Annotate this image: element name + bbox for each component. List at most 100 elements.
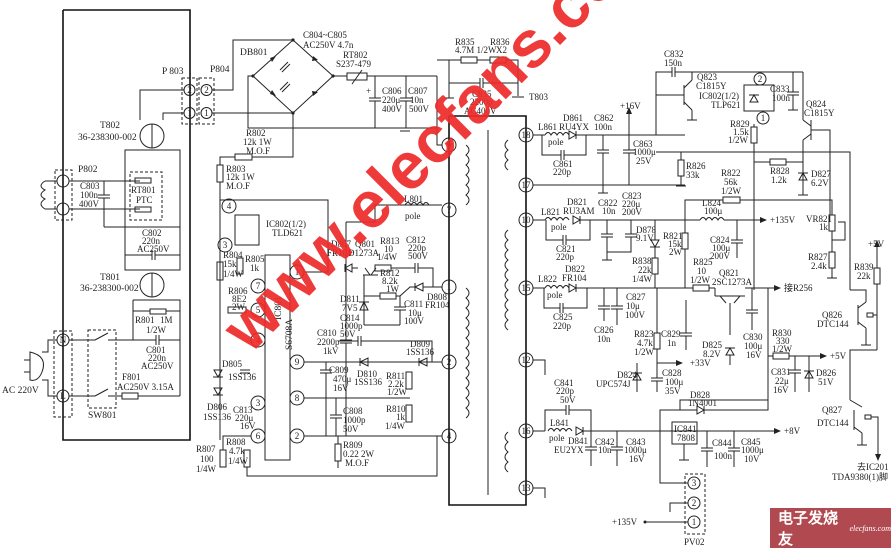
svg-text:100μ: 100μ [712, 243, 731, 253]
svg-text:1: 1 [187, 108, 192, 118]
svg-text:1/4W: 1/4W [377, 252, 398, 262]
svg-text:1: 1 [447, 282, 452, 292]
svg-text:200V: 200V [710, 251, 731, 261]
capacitor-c821: C821 220p [545, 220, 591, 262]
capacitor-c810: C810 2200p 1kV [317, 222, 352, 436]
resistor-r839: R839 22k [854, 262, 881, 350]
svg-text:4: 4 [256, 335, 261, 345]
svg-text:UPC574J: UPC574J [596, 379, 631, 389]
svg-text:220μ: 220μ [235, 413, 254, 423]
svg-text:C845: C845 [741, 437, 761, 447]
svg-text:1: 1 [204, 108, 209, 118]
svg-text:7V5: 7V5 [342, 303, 358, 313]
svg-text:10n: 10n [602, 206, 616, 216]
diode-d808: D808 FR104 [399, 282, 450, 310]
svg-text:R838: R838 [632, 256, 652, 266]
svg-text:R826: R826 [686, 161, 706, 171]
svg-text:1/2W: 1/2W [728, 135, 749, 145]
svg-text:16V: 16V [333, 383, 349, 393]
zener-d811: D811 7V5 [340, 275, 369, 325]
resistor-r829: R829 1.5k 1/2W [728, 119, 758, 290]
svg-text:1/4W: 1/4W [632, 274, 653, 284]
svg-text:100V: 100V [404, 316, 425, 326]
svg-text:18: 18 [522, 130, 532, 140]
transistor-q823: Q823 C1815Y [656, 72, 727, 121]
svg-text:220p: 220p [556, 386, 575, 396]
svg-text:8: 8 [295, 393, 300, 403]
svg-text:C811: C811 [404, 299, 423, 309]
svg-text:AC400V: AC400V [464, 106, 497, 116]
svg-text:R836: R836 [490, 37, 510, 47]
svg-text:R827: R827 [808, 252, 828, 262]
svg-text:pole: pole [405, 211, 421, 221]
svg-text:C835: C835 [472, 89, 492, 99]
svg-text:C826: C826 [594, 325, 614, 335]
svg-text:D825: D825 [702, 340, 722, 350]
svg-text:Q821: Q821 [719, 268, 739, 278]
diode-d805: D805 1SS136 [213, 359, 257, 382]
diode-d810: D810 1SS136 [354, 357, 383, 387]
inductor-l801: L801 pole [404, 194, 430, 221]
svg-text:50V: 50V [560, 395, 576, 405]
capacitor-c822: C822 10n [598, 198, 618, 261]
svg-text:T803: T803 [529, 92, 548, 102]
svg-text:10n: 10n [410, 95, 424, 105]
svg-text:R810: R810 [386, 404, 406, 414]
potentiometer-vr821: VR821 1k [806, 214, 846, 252]
svg-text:pole: pole [547, 290, 563, 300]
svg-text:1000p: 1000p [343, 415, 366, 425]
svg-text:25V: 25V [636, 156, 652, 166]
svg-text:1SS136: 1SS136 [406, 347, 435, 357]
svg-text:4.7k: 4.7k [637, 338, 653, 348]
svg-text:200V: 200V [622, 207, 643, 217]
rail-33v: +33V [690, 358, 711, 368]
svg-text:2SC1273A: 2SC1273A [712, 277, 753, 287]
svg-text:100n: 100n [772, 93, 791, 103]
svg-text:10V: 10V [744, 454, 760, 464]
resistor-r803: R803 12k 1W M.O.F [216, 164, 255, 255]
capacitor-c829: C829 1n [661, 300, 692, 350]
svg-text:R812: R812 [380, 268, 400, 278]
svg-text:+135V: +135V [612, 517, 638, 527]
svg-text:9.1V: 9.1V [636, 233, 654, 243]
svg-text:15: 15 [522, 283, 532, 293]
svg-text:C809: C809 [329, 365, 349, 375]
svg-text:22μ: 22μ [775, 376, 789, 386]
svg-text:100V: 100V [625, 310, 646, 320]
svg-text:12k 1W: 12k 1W [226, 172, 255, 182]
svg-text:0.22 2W: 0.22 2W [343, 449, 375, 459]
svg-text:Q801: Q801 [355, 239, 375, 249]
svg-text:4: 4 [227, 201, 232, 211]
svg-text:pole: pole [548, 137, 564, 147]
svg-text:IC802(1/2): IC802(1/2) [699, 91, 739, 101]
svg-text:100n: 100n [80, 190, 99, 200]
svg-text:16V: 16V [746, 350, 762, 360]
transistor-q826: Q826 DTC144 [817, 289, 877, 346]
zener-d827: D827 6.2V [798, 140, 831, 196]
svg-text:6: 6 [256, 431, 261, 441]
svg-text:C841: C841 [554, 378, 574, 388]
svg-text:R825: R825 [693, 257, 713, 267]
ac-plug: AC 220V [2, 351, 44, 396]
svg-text:EU2YX: EU2YX [554, 445, 584, 455]
svg-text:35V: 35V [665, 386, 681, 396]
svg-text:D811: D811 [340, 294, 360, 304]
svg-text:L824: L824 [702, 198, 721, 208]
svg-text:FR104: FR104 [425, 300, 450, 310]
zener-d826: D826 51V [804, 356, 836, 392]
svg-text:220p: 220p [553, 167, 572, 177]
svg-text:7808: 7808 [677, 433, 696, 443]
svg-text:1W: 1W [386, 284, 400, 294]
svg-text:1/2W: 1/2W [721, 186, 742, 196]
svg-text:S237-479: S237-479 [336, 59, 372, 69]
svg-text:17: 17 [522, 180, 532, 190]
transistor-q827: Q827 DTC144 [817, 399, 881, 461]
svg-text:100n: 100n [714, 451, 733, 461]
svg-text:16V: 16V [629, 454, 645, 464]
connector-pv02: 3 2 1 PV02 [684, 473, 706, 547]
svg-text:1: 1 [692, 517, 697, 527]
svg-text:10: 10 [697, 266, 707, 276]
svg-text:36-238300-002: 36-238300-002 [78, 133, 137, 143]
svg-text:C831: C831 [771, 367, 791, 377]
svg-text:L822: L822 [538, 274, 557, 284]
